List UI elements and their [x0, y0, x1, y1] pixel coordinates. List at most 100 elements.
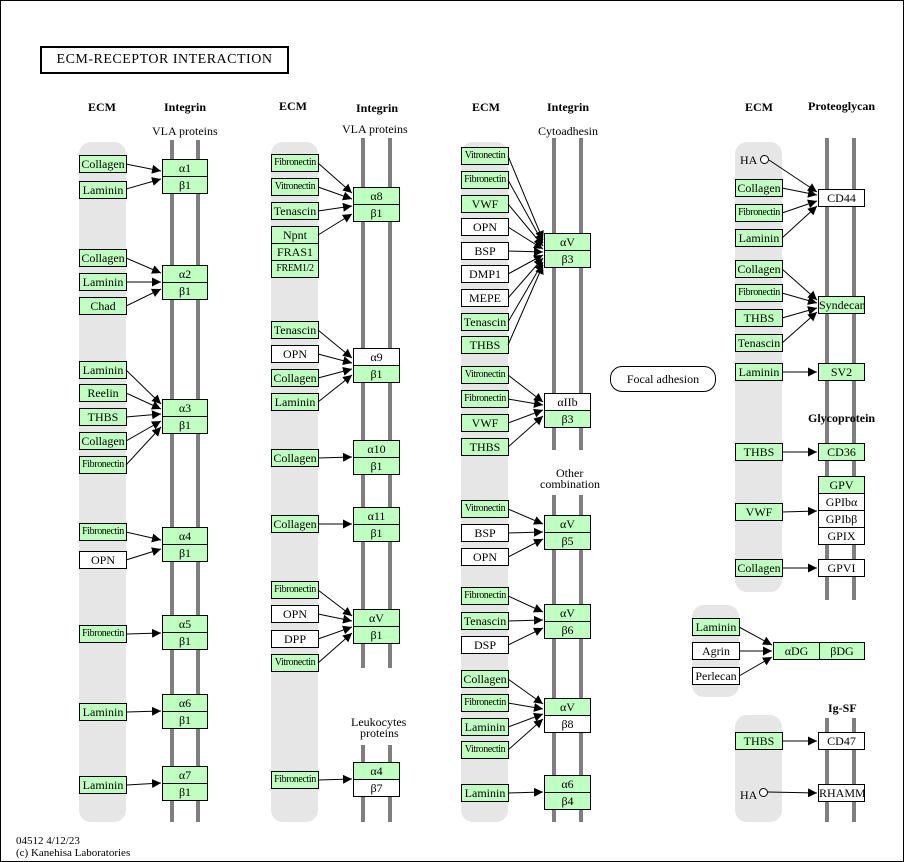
integrin-node[interactable]: α11: [353, 507, 400, 525]
gene-node[interactable]: Tenascin: [461, 313, 509, 331]
gene-node[interactable]: THBS: [735, 309, 783, 327]
receptor-node[interactable]: CD44: [818, 189, 865, 207]
gene-node[interactable]: Collagen: [79, 432, 127, 450]
gene-node[interactable]: Fibronectin: [271, 581, 319, 599]
receptor-node[interactable]: CD36: [818, 443, 865, 461]
gene-node[interactable]: Perlecan: [692, 667, 740, 685]
gene-node[interactable]: Fibronectin: [271, 771, 319, 789]
integrin-node[interactable]: αV: [544, 604, 591, 622]
integrin-node[interactable]: α4: [353, 762, 400, 780]
gene-node[interactable]: VWF: [735, 503, 783, 521]
integrin-node[interactable]: α10: [353, 440, 400, 458]
gene-node[interactable]: Laminin: [692, 618, 740, 636]
gene-node[interactable]: BSP: [461, 242, 509, 260]
integrin-node[interactable]: β5: [544, 532, 591, 550]
gene-node[interactable]: Fibronectin: [461, 587, 509, 605]
gene-node[interactable]: Collagen: [271, 515, 319, 533]
gene-node[interactable]: DSP: [461, 636, 509, 654]
receptor-node[interactable]: RHAMM: [818, 784, 865, 802]
receptor-node[interactable]: CD47: [818, 732, 865, 750]
focal-adhesion-link[interactable]: Focal adhesion: [610, 366, 716, 392]
integrin-node[interactable]: αV: [544, 515, 591, 533]
gene-node[interactable]: MEPE: [461, 289, 509, 307]
integrin-node[interactable]: β8: [544, 715, 591, 733]
integrin-node[interactable]: α6: [162, 694, 208, 712]
gene-node[interactable]: Fibronectin: [735, 284, 783, 302]
receptor-node[interactable]: SV2: [818, 363, 865, 381]
gene-node[interactable]: Tenascin: [735, 334, 783, 352]
gene-node[interactable]: Laminin: [79, 181, 127, 199]
integrin-node[interactable]: αV: [544, 233, 591, 251]
gene-node[interactable]: OPN: [461, 218, 509, 236]
gene-node[interactable]: THBS: [461, 336, 509, 354]
gene-node[interactable]: THBS: [735, 443, 783, 461]
gene-node[interactable]: Laminin: [79, 703, 127, 721]
gene-node[interactable]: Vitronectin: [271, 178, 319, 196]
gene-node[interactable]: Vitronectin: [461, 741, 509, 759]
gene-node[interactable]: FREM1/2: [271, 260, 319, 278]
gene-node[interactable]: Laminin: [461, 718, 509, 736]
receptor-node[interactable]: GPIbβ: [818, 510, 865, 528]
gene-node[interactable]: Reelin: [79, 384, 127, 402]
gene-node[interactable]: OPN: [271, 345, 319, 363]
integrin-node[interactable]: α7: [162, 766, 208, 784]
gene-node[interactable]: Collagen: [735, 559, 783, 577]
gene-node[interactable]: Fibronectin: [735, 204, 783, 222]
gene-node[interactable]: Fibronectin: [461, 694, 509, 712]
integrin-node[interactable]: β4: [544, 792, 591, 810]
ha-compound-icon[interactable]: [759, 788, 768, 797]
gene-node[interactable]: Laminin: [79, 273, 127, 291]
integrin-node[interactable]: β1: [162, 544, 208, 562]
integrin-node[interactable]: β1: [162, 176, 208, 194]
gene-node[interactable]: Collagen: [461, 670, 509, 688]
gene-node[interactable]: Agrin: [692, 642, 740, 660]
integrin-node[interactable]: β1: [353, 204, 400, 222]
gene-node[interactable]: Collagen: [271, 449, 319, 467]
integrin-node[interactable]: α1: [162, 159, 208, 177]
gene-node[interactable]: Collagen: [735, 260, 783, 278]
gene-node[interactable]: Vitronectin: [461, 147, 509, 165]
integrin-node[interactable]: α9: [353, 348, 400, 366]
integrin-node[interactable]: β1: [353, 524, 400, 542]
gene-node[interactable]: Vitronectin: [461, 500, 509, 518]
gene-node[interactable]: Fibronectin: [461, 171, 509, 189]
integrin-node[interactable]: α3: [162, 399, 208, 417]
gene-node[interactable]: Laminin: [735, 229, 783, 247]
gene-node[interactable]: OPN: [79, 551, 127, 569]
integrin-node[interactable]: β1: [162, 282, 208, 300]
gene-node[interactable]: Collagen: [735, 179, 783, 197]
gene-node[interactable]: Fibronectin: [79, 456, 127, 474]
gene-node[interactable]: Fibronectin: [461, 390, 509, 408]
gene-node[interactable]: THBS: [735, 732, 783, 750]
gene-node[interactable]: Tenascin: [271, 202, 319, 220]
integrin-node[interactable]: αIIb: [544, 393, 591, 411]
receptor-node[interactable]: Syndecan: [818, 296, 865, 314]
integrin-node[interactable]: β3: [544, 250, 591, 268]
gene-node[interactable]: Laminin: [461, 784, 509, 802]
gene-node[interactable]: Fibronectin: [79, 523, 127, 541]
gene-node[interactable]: DMP1: [461, 265, 509, 283]
integrin-node[interactable]: β1: [353, 626, 400, 644]
integrin-node[interactable]: α4: [162, 527, 208, 545]
integrin-node[interactable]: β3: [544, 410, 591, 428]
gene-node[interactable]: Tenascin: [271, 321, 319, 339]
integrin-node[interactable]: αV: [544, 698, 591, 716]
receptor-node[interactable]: GPV: [818, 476, 865, 494]
gene-node[interactable]: THBS: [79, 408, 127, 426]
gene-node[interactable]: DPP: [271, 630, 319, 648]
receptor-node[interactable]: GPIX: [818, 527, 865, 545]
integrin-node[interactable]: β1: [162, 783, 208, 801]
gene-node[interactable]: VWF: [461, 195, 509, 213]
gene-node[interactable]: Fibronectin: [79, 625, 127, 643]
integrin-node[interactable]: β1: [162, 416, 208, 434]
integrin-node[interactable]: β1: [162, 632, 208, 650]
gene-node[interactable]: Collagen: [79, 249, 127, 267]
gene-node[interactable]: Collagen: [271, 369, 319, 387]
integrin-node[interactable]: α8: [353, 187, 400, 205]
gene-node[interactable]: FRAS1: [271, 243, 319, 261]
gene-node[interactable]: Vitronectin: [461, 366, 509, 384]
integrin-node[interactable]: α6: [544, 775, 591, 793]
receptor-node[interactable]: GPIbα: [818, 493, 865, 511]
gene-node[interactable]: Collagen: [79, 155, 127, 173]
gene-node[interactable]: OPN: [271, 605, 319, 623]
